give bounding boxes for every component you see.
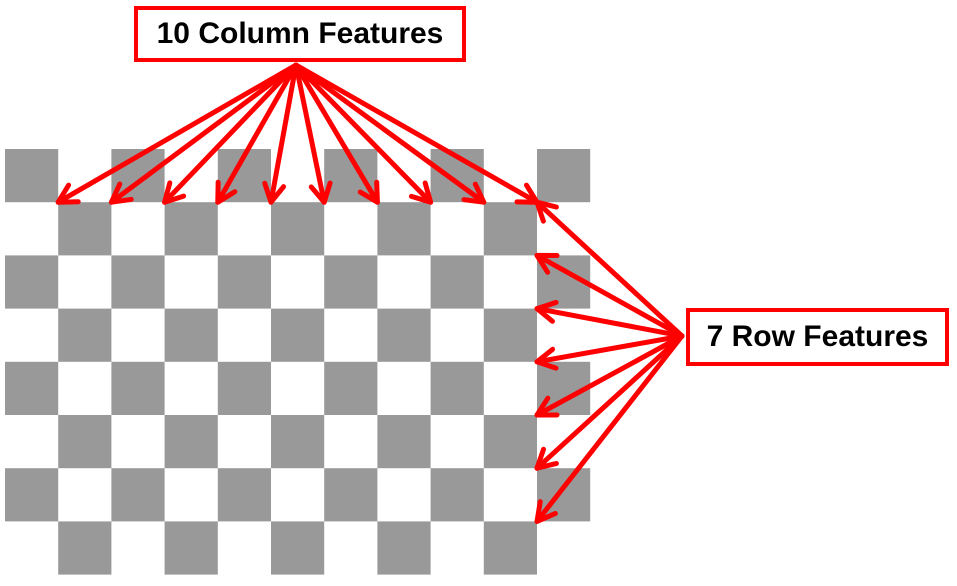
- dark-square: [271, 308, 325, 362]
- row-feature-arrow: [534, 333, 685, 471]
- dark-square: [537, 149, 591, 203]
- dark-square: [58, 521, 112, 575]
- column-feature-arrow: [262, 62, 299, 205]
- dark-square: [483, 521, 537, 575]
- row-feature-arrow: [534, 333, 685, 371]
- dark-square: [58, 415, 112, 469]
- dark-square: [324, 468, 378, 522]
- row-feature-arrow: [534, 299, 685, 339]
- dark-square: [164, 308, 218, 362]
- column-feature-arrow: [108, 62, 299, 205]
- dark-square: [164, 521, 218, 575]
- column-feature-arrow: [162, 62, 299, 205]
- dark-square: [58, 202, 112, 256]
- dark-square: [217, 255, 271, 309]
- column-feature-arrow: [293, 62, 434, 205]
- dark-square: [217, 468, 271, 522]
- dark-square: [5, 149, 59, 203]
- dark-square: [271, 521, 325, 575]
- checkerboard: [5, 149, 591, 575]
- dark-square: [377, 308, 431, 362]
- row-features-label: 7 Row Features: [686, 308, 949, 366]
- column-features-label: 10 Column Features: [134, 6, 466, 62]
- dark-square: [324, 361, 378, 415]
- column-feature-arrow: [293, 62, 380, 205]
- column-feature-arrow: [293, 62, 333, 205]
- dark-square: [430, 255, 484, 309]
- column-feature-arrow: [215, 62, 299, 205]
- dark-square: [271, 415, 325, 469]
- dark-square: [217, 361, 271, 415]
- column-feature-arrows: [55, 62, 540, 205]
- dark-square: [430, 468, 484, 522]
- dark-square: [324, 255, 378, 309]
- dark-square: [377, 521, 431, 575]
- dark-square: [377, 415, 431, 469]
- dark-square: [164, 202, 218, 256]
- row-feature-arrow: [534, 333, 685, 524]
- dark-square: [271, 202, 325, 256]
- dark-square: [430, 361, 484, 415]
- dark-square: [5, 361, 59, 415]
- dark-square: [111, 361, 165, 415]
- column-feature-arrow: [55, 62, 299, 205]
- column-feature-arrow: [293, 62, 487, 205]
- dark-square: [164, 415, 218, 469]
- dark-square: [5, 468, 59, 522]
- row-feature-arrow: [534, 199, 685, 339]
- dark-square: [483, 415, 537, 469]
- row-feature-arrow: [534, 333, 685, 418]
- dark-square: [483, 202, 537, 256]
- dark-square: [111, 255, 165, 309]
- dark-square: [483, 308, 537, 362]
- row-feature-arrows: [534, 199, 685, 524]
- row-feature-arrow: [534, 252, 685, 339]
- dark-square: [377, 202, 431, 256]
- dark-square: [111, 468, 165, 522]
- dark-square: [58, 308, 112, 362]
- dark-square: [5, 255, 59, 309]
